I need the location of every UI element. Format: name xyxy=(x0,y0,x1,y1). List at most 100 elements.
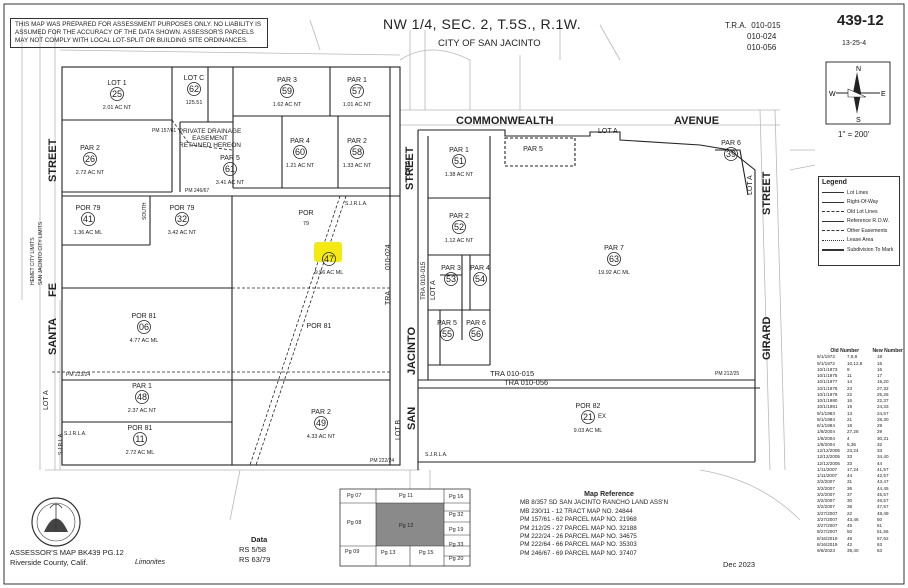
history-cell: 63 xyxy=(877,541,883,547)
parcel-number-circle xyxy=(452,154,466,168)
pg-07: Pg 07 xyxy=(347,493,361,499)
history-cell: 34,40 xyxy=(877,454,889,460)
parcel-designation: PAR 2 xyxy=(449,213,469,220)
history-cell: 30,31 xyxy=(877,435,889,441)
history-cell: 9/8/2023 xyxy=(817,548,835,553)
compass-e: E xyxy=(881,91,886,98)
history-cell: 1/8/2004 xyxy=(817,435,835,441)
legend-item: Subdivision To Mark xyxy=(822,245,896,255)
parcel-designation: PAR 1 xyxy=(132,383,152,390)
history-cell: 21 xyxy=(847,416,853,422)
compass-n: N xyxy=(856,66,861,73)
history-cell: 29 xyxy=(877,429,883,435)
dashed-lot-lines xyxy=(52,119,390,466)
parcel-number: 55 xyxy=(442,329,452,339)
book-sub-number: 13-25-4 xyxy=(842,40,867,47)
parcel-area: 3.41 AC NT xyxy=(216,180,245,186)
limonites-label: Limonites xyxy=(135,559,165,566)
history-cell: 29 xyxy=(877,423,883,428)
history-cell: 10,12,8 xyxy=(847,360,863,366)
parcel-number-circle xyxy=(133,432,147,446)
parcel-designation: PAR 4 xyxy=(470,265,490,272)
pg-09: Pg 09 xyxy=(345,549,359,555)
parcel-number-circle xyxy=(293,145,307,159)
legend-title: Legend xyxy=(822,179,847,186)
history-cell: 50 xyxy=(877,516,883,522)
lot-b-label: LOT B xyxy=(395,420,402,440)
parcel-area: 1.33 AC NT xyxy=(343,163,372,169)
parcel-area: 4.33 AC NT xyxy=(307,434,336,440)
history-cell: 1/11/2007 xyxy=(817,473,838,478)
parcel-number-circle xyxy=(175,212,189,226)
lot-labels: LOT A LOT B LOT A LOT A LOT A LOT A TRA … xyxy=(30,128,754,464)
city-name: CITY OF SAN JACINTO xyxy=(438,38,541,49)
pg-16: Pg 16 xyxy=(449,494,463,500)
history-cell: 3/27/2007 xyxy=(817,510,838,516)
street-labels: COMMONWEALTH AVENUE STREET SANTA FE SAN … xyxy=(47,115,773,430)
data-title: Data xyxy=(251,535,268,544)
history-cell: 17 xyxy=(877,373,883,378)
legend-item: Right-Of-Way xyxy=(822,198,896,208)
parcel-number-circle xyxy=(440,327,454,341)
history-cell: 12/12/2005 xyxy=(817,454,840,460)
legend-item-label: Other Easements xyxy=(847,227,888,234)
parcel-number: 48 xyxy=(137,392,147,402)
parcel-label-13: POR 81 xyxy=(307,323,332,330)
pm-212-label: PM 212/25 xyxy=(715,371,739,377)
pg-13: Pg 13 xyxy=(381,550,395,556)
south-label: SOUTH xyxy=(142,202,148,220)
parcel-designation: PAR 4 xyxy=(290,138,310,145)
history-cell: 33 xyxy=(877,448,883,453)
compass-s: S xyxy=(856,117,861,124)
map-frame xyxy=(3,3,905,585)
parcel-designation: PAR 3 xyxy=(277,77,297,84)
history-cell: 12/12/2005 xyxy=(817,460,840,466)
tra-mid-label: TRA xyxy=(385,291,392,305)
history-cell: 4 xyxy=(847,435,850,441)
history-cell: 1/11/2007 xyxy=(817,466,838,472)
county-name: Riverside County, Calif. xyxy=(10,558,88,567)
history-cell: 24,57 xyxy=(877,410,889,416)
parcel-number-circle xyxy=(223,162,237,176)
legend-item: Reference R.O.W. xyxy=(822,217,896,227)
parcel-number: 60 xyxy=(295,147,305,157)
parcel-number-circle xyxy=(452,220,466,234)
history-cell: 27,28 xyxy=(847,429,859,435)
parcel-number-circle xyxy=(473,272,487,286)
parcel-number-circle xyxy=(724,147,738,161)
parcel-number-circle xyxy=(469,327,483,341)
history-cell: 9/27/2007 xyxy=(817,529,838,535)
data-references: Data RS 5/58 RS 63/79 xyxy=(239,535,270,565)
parcel-number: 51 xyxy=(454,156,464,166)
parcel-designation: PAR 6 xyxy=(466,320,486,327)
book-page-number: 439-12 xyxy=(837,12,884,29)
parcel-designation: PAR 7 xyxy=(604,245,624,252)
history-cell: 19 xyxy=(847,404,853,410)
parcel-number: 11 xyxy=(135,434,144,444)
pg-33: Pg 33 xyxy=(449,542,463,548)
parcel-area: 2.72 AC NT xyxy=(76,170,105,176)
parcel-number-circle xyxy=(137,320,151,334)
